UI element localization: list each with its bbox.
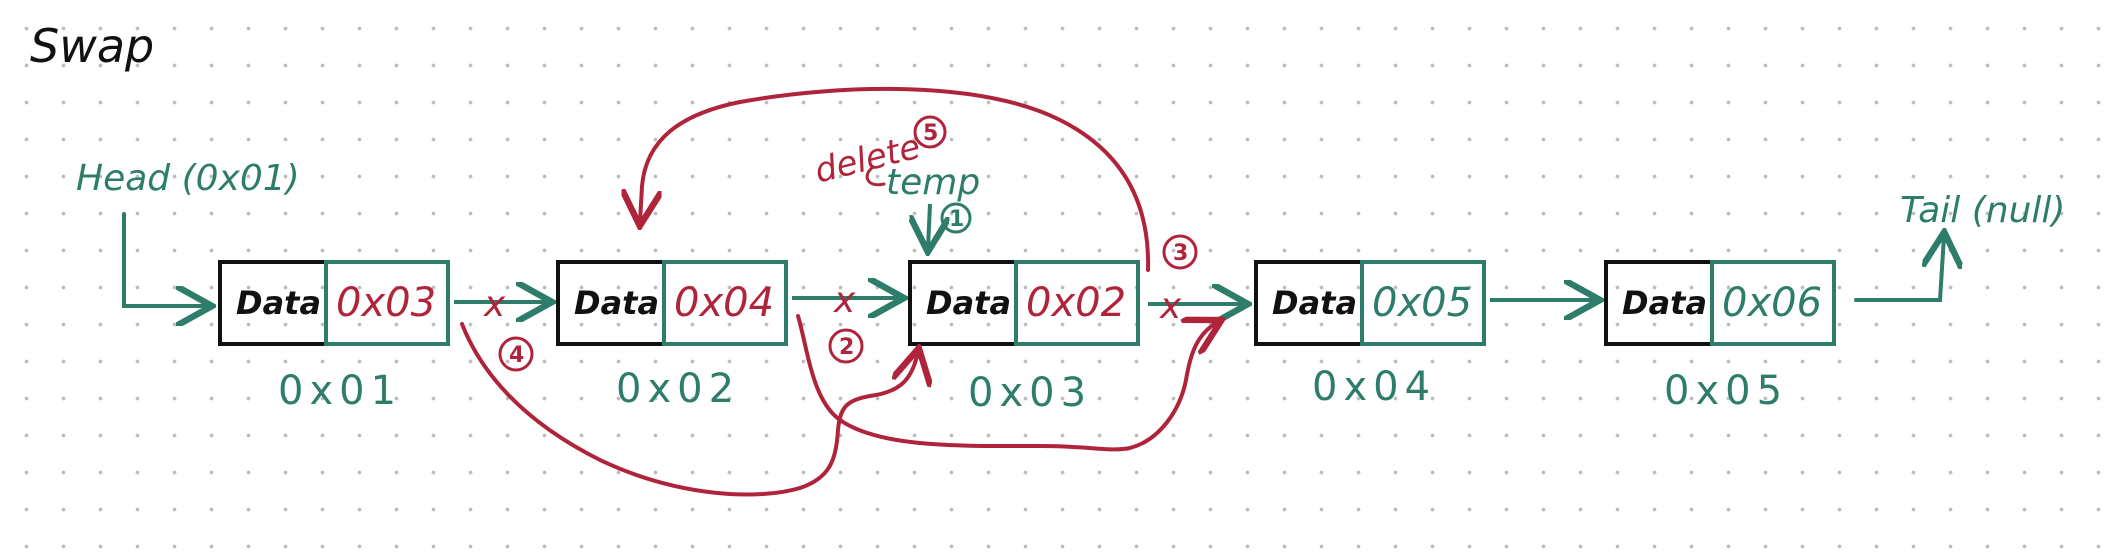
- node-next-pointer: 0x06: [1722, 280, 1822, 326]
- node-next-pointer: 0x03: [336, 280, 436, 326]
- node-next-cell: [324, 260, 450, 346]
- list-node-0x03: Data 0x02 0x03: [908, 260, 1140, 416]
- step-circle: [1162, 234, 1198, 270]
- node-data-label: Data: [926, 284, 1011, 322]
- list-node-0x01: Data 0x03 0x01: [218, 260, 450, 414]
- node-address: 0x03: [968, 370, 1092, 416]
- node-address: 0x02: [616, 366, 740, 412]
- step-4-marker: 4: [498, 336, 534, 372]
- node-address: 0x01: [278, 368, 402, 414]
- list-node-0x04: Data 0x05 0x04: [1254, 260, 1486, 410]
- node-next-pointer: 0x04: [674, 280, 774, 326]
- step-number: 5: [923, 121, 938, 146]
- step-2-marker: 2: [828, 328, 864, 364]
- node-next-cell: [662, 260, 788, 346]
- step-1-marker: 1: [940, 202, 972, 234]
- step-number: 1: [949, 207, 964, 232]
- node-next-pointer: 0x05: [1372, 280, 1472, 326]
- node-data-label: Data: [1272, 284, 1357, 322]
- swap-curve-step-3: [640, 86, 1151, 272]
- temp-hook: [865, 166, 886, 187]
- temp-label: temp: [886, 162, 980, 203]
- node-next-cell: [1710, 260, 1836, 346]
- node-next-cell: [1360, 260, 1486, 346]
- tail-label: Tail (null): [1900, 190, 2065, 231]
- tail-arrow: [1854, 236, 1944, 302]
- swap-curve-step-4: [460, 322, 918, 497]
- node-data-label: Data: [1622, 284, 1707, 322]
- step-circle: [498, 336, 534, 372]
- removed-link-mark-2: x: [833, 280, 856, 321]
- node-data-label: Data: [236, 284, 321, 322]
- head-label: Head (0x01): [76, 158, 300, 199]
- list-node-0x05: Data 0x06 0x05: [1604, 260, 1836, 414]
- list-node-0x02: Data 0x04 0x02: [556, 260, 788, 412]
- step-circle: [913, 115, 947, 149]
- step-number: 2: [839, 335, 854, 360]
- step-circle: [828, 328, 864, 364]
- step-circle: [940, 202, 972, 234]
- head-arrow: [122, 212, 208, 306]
- diagram-title: Swap: [30, 19, 154, 73]
- node-address: 0x05: [1664, 368, 1788, 414]
- removed-link-mark-1: x: [483, 284, 506, 325]
- swap-curve-step-2: [796, 314, 1218, 452]
- temp-arrow: [928, 203, 930, 248]
- removed-link-mark-3: x: [1159, 286, 1182, 327]
- node-next-pointer: 0x02: [1026, 280, 1126, 326]
- node-next-cell: [1014, 260, 1140, 346]
- step-3-marker: 3: [1162, 234, 1198, 270]
- node-data-label: Data: [574, 284, 659, 322]
- step-5-marker: 5: [913, 115, 947, 149]
- node-address: 0x04: [1312, 364, 1436, 410]
- step-number: 4: [509, 343, 524, 368]
- step-number: 3: [1173, 241, 1188, 266]
